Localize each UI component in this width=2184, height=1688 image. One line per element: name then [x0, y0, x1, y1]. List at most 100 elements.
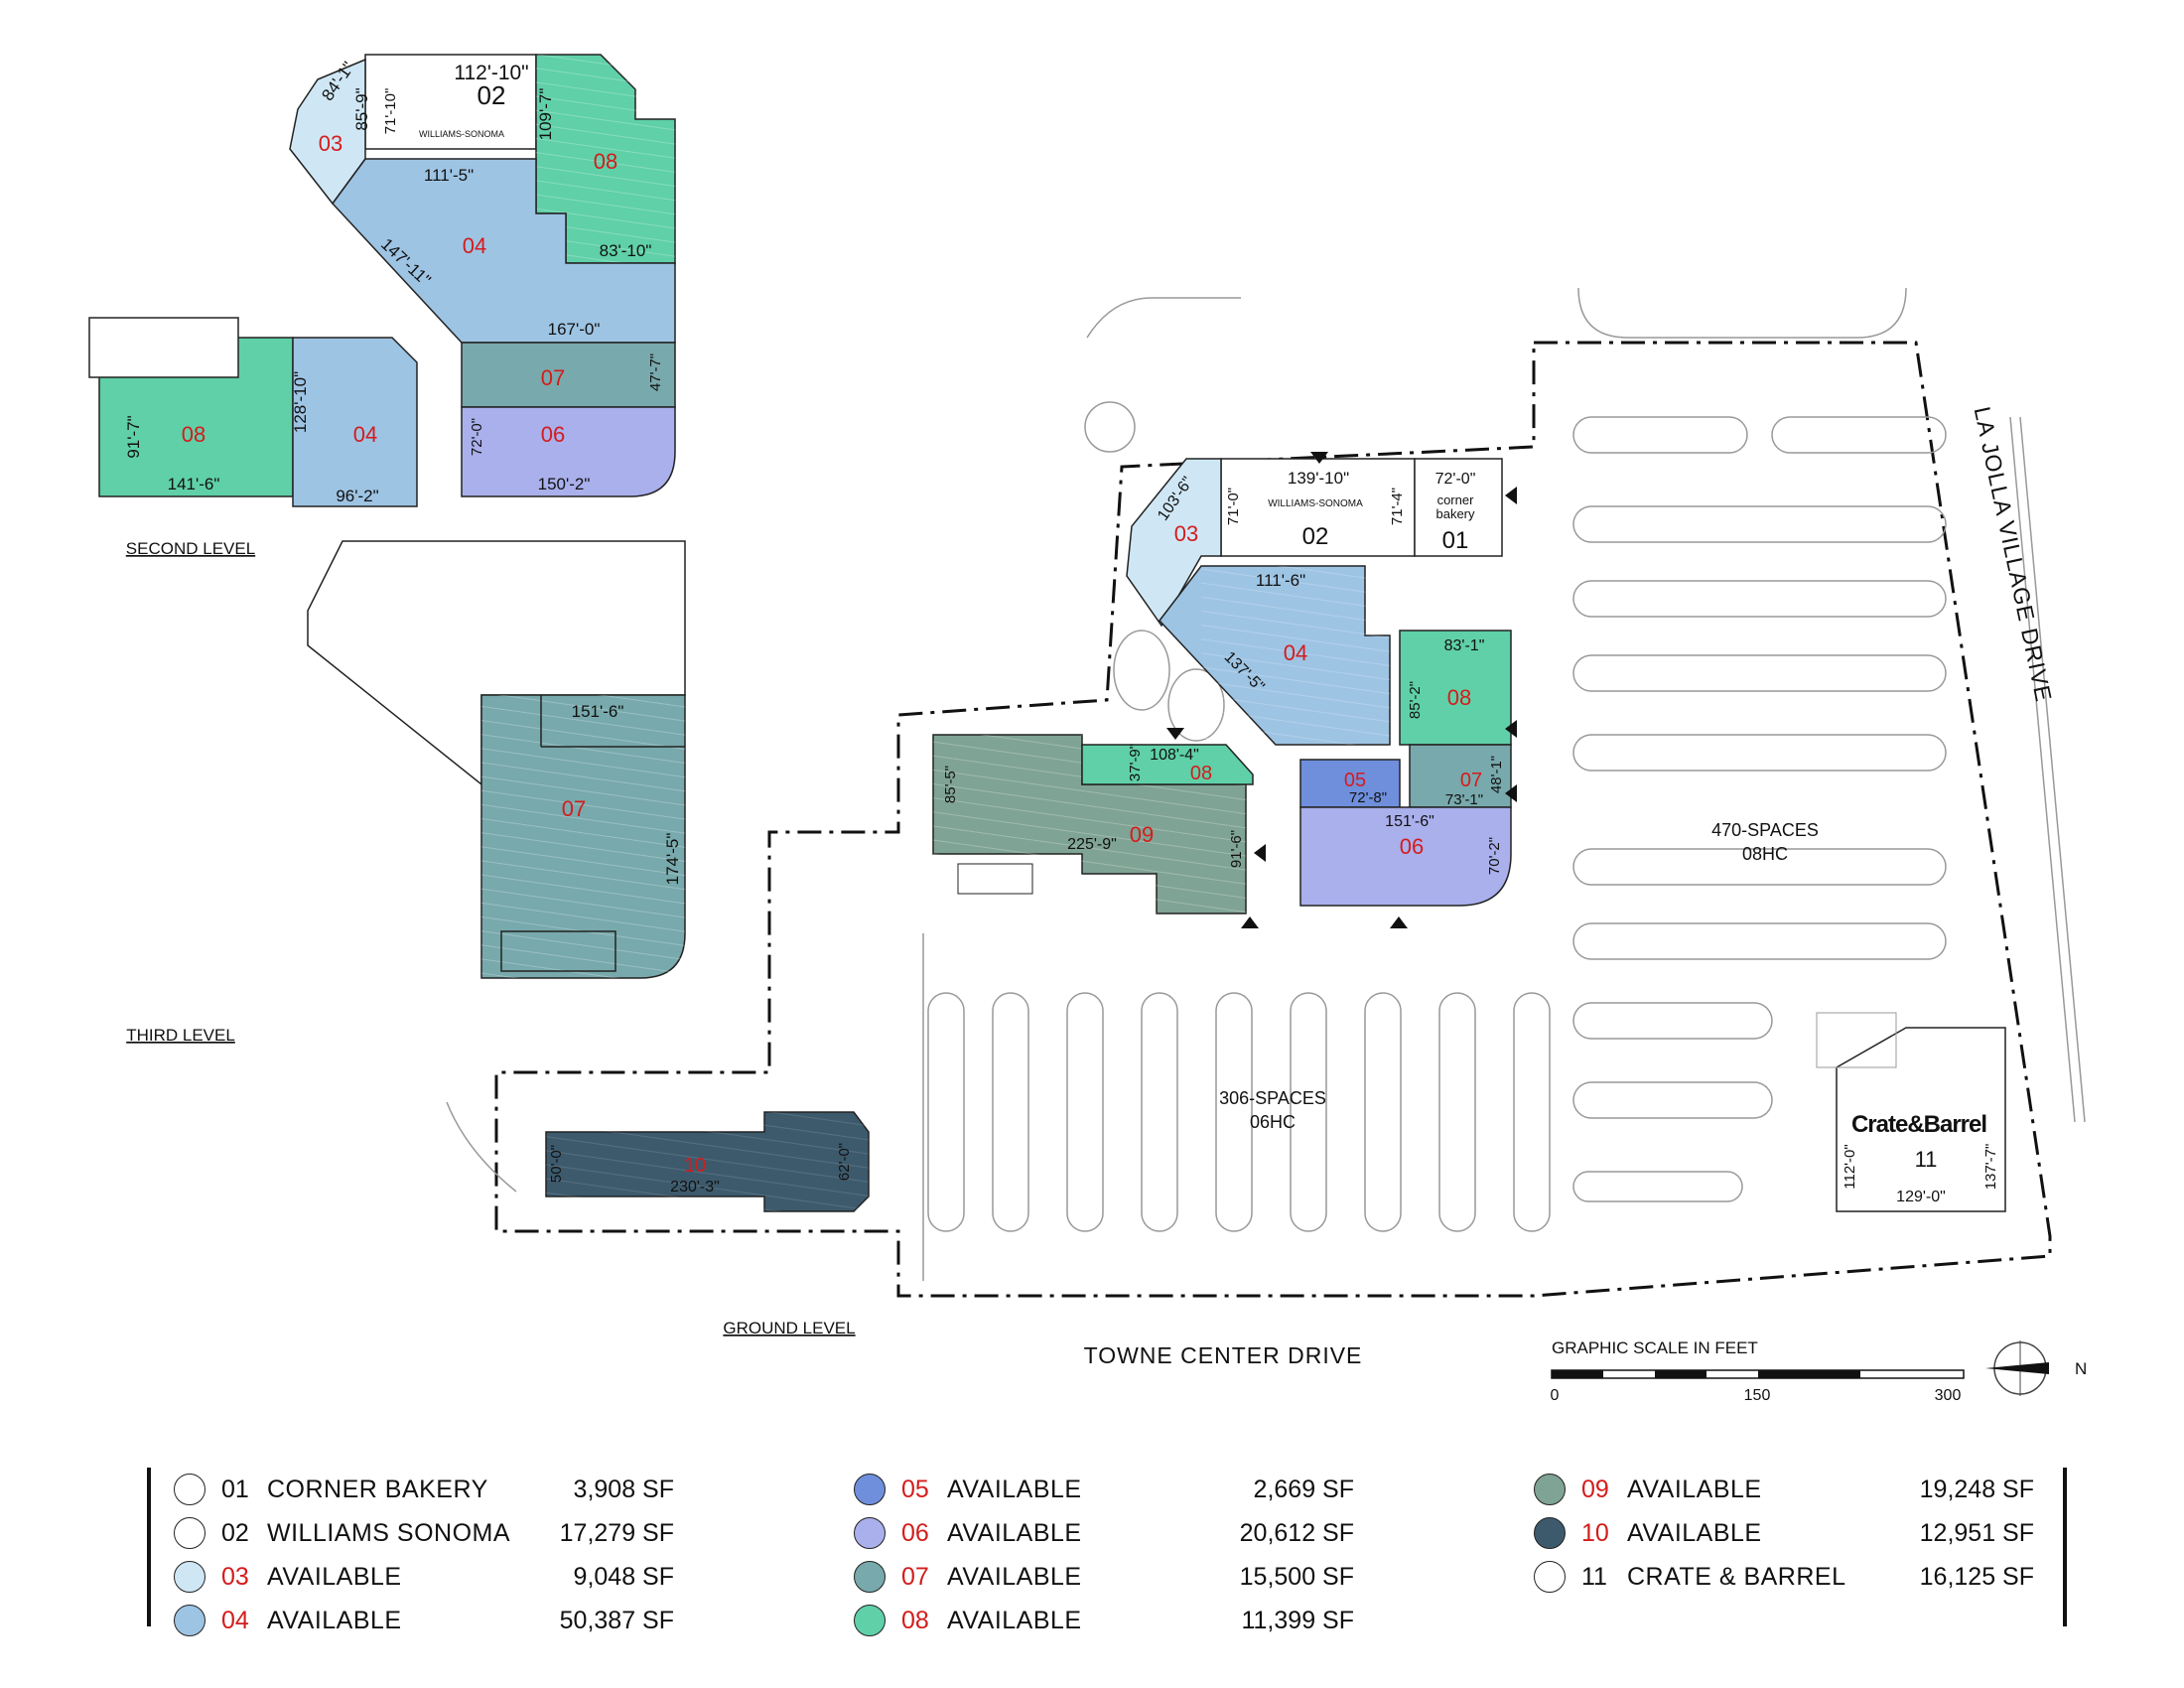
unit-label-04-second-north: 04	[463, 233, 486, 258]
unit-label-10-ground: 10	[684, 1155, 706, 1177]
legend-area: 9,048 SF	[573, 1562, 674, 1591]
dim-ground-112: 112'-0"	[1842, 1144, 1858, 1189]
unit-label-11-ground: 11	[1915, 1147, 1938, 1172]
unit-label-08-ground-west: 08	[1190, 763, 1212, 784]
dim-third-151: 151'-6"	[572, 702, 624, 721]
dim-second-71: 71'-10"	[382, 88, 399, 135]
parking-south-spaces: 306-SPACES	[1219, 1088, 1326, 1108]
unit-label-08-second-west: 08	[182, 422, 205, 447]
legend-area: 11,399 SF	[1241, 1606, 1354, 1634]
unit-label-07-ground: 07	[1460, 770, 1482, 791]
legend-unit-number: 08	[901, 1606, 929, 1634]
dim-ground-71b: 71'-4"	[1389, 488, 1406, 525]
unit-04-second-west	[292, 337, 418, 507]
property-boundary	[494, 341, 2052, 1298]
legend-swatch	[854, 1474, 886, 1505]
brand-williams-second: WILLIAMS-SONOMA	[419, 129, 504, 139]
brand-crate-barrel: Crate&Barrel	[1851, 1111, 1986, 1138]
street-towne-center: TOWNE CENTER DRIVE	[1084, 1342, 1363, 1368]
legend-swatch	[174, 1605, 205, 1636]
legend-unit-number: 04	[221, 1606, 249, 1634]
legend-area: 50,387 SF	[559, 1606, 674, 1634]
unit-label-04-second-west: 04	[353, 422, 377, 447]
scale-tick-0: 0	[1551, 1387, 1560, 1404]
dim-ground-129: 129'-0"	[1896, 1189, 1946, 1205]
unit-label-08-second-north: 08	[594, 149, 617, 174]
legend-swatch	[1534, 1561, 1566, 1593]
unit-06-ground	[1299, 806, 1512, 907]
legend-swatch	[1534, 1517, 1566, 1549]
legend-tenant-name: AVAILABLE	[947, 1606, 1082, 1634]
legend-swatch	[174, 1517, 205, 1549]
legend-divider-right	[2063, 1468, 2067, 1626]
parking-south-hc: 06HC	[1250, 1112, 1296, 1132]
unit-label-03-ground: 03	[1174, 521, 1198, 546]
unit-11-ground	[1836, 1027, 2006, 1212]
dim-ground-62: 62'-0"	[836, 1143, 853, 1181]
parking-east-spaces: 470-SPACES	[1711, 820, 1819, 840]
unit-label-02-second: 02	[478, 80, 506, 110]
legend-swatch	[854, 1517, 886, 1549]
legend-area: 3,908 SF	[573, 1475, 674, 1503]
scale-tick-300: 300	[1935, 1387, 1962, 1404]
legend-unit-number: 11	[1581, 1562, 1607, 1591]
legend-unit-number: 09	[1581, 1475, 1609, 1503]
legend-area: 16,125 SF	[1919, 1562, 2034, 1591]
dim-second-85: 85'-9"	[352, 87, 371, 130]
legend-row: 07 AVAILABLE 15,500 SF	[854, 1557, 1354, 1597]
legend-swatch	[174, 1561, 205, 1593]
dim-ground-73: 73'-1"	[1445, 791, 1483, 808]
unit-08-ground-east	[1399, 630, 1512, 746]
dim-ground-85b: 85'-5"	[942, 766, 959, 803]
dim-ground-83: 83'-1"	[1444, 637, 1485, 654]
legend-tenant-name: AVAILABLE	[947, 1562, 1082, 1591]
unit-label-08-ground-east: 08	[1447, 685, 1471, 710]
legend-divider-left	[147, 1468, 151, 1626]
unit-label-06-ground: 06	[1400, 834, 1424, 859]
graphic-scale: GRAPHIC SCALE IN FEET 0 150 300 N	[1551, 1338, 2088, 1404]
dim-ground-151: 151'-6"	[1385, 813, 1434, 830]
legend-tenant-name: AVAILABLE	[947, 1518, 1082, 1547]
unit-label-07-third: 07	[562, 796, 586, 821]
brand-williams-ground: WILLIAMS-SONOMA	[1268, 498, 1363, 509]
dim-second-47: 47'-7"	[647, 353, 664, 391]
legend-tenant-name: AVAILABLE	[1627, 1475, 1762, 1503]
dim-ground-72b: 72'-8"	[1349, 789, 1387, 806]
legend-unit-number: 07	[901, 1562, 929, 1591]
dim-ground-225: 225'-9"	[1067, 836, 1117, 853]
unit-label-01-ground: 01	[1442, 527, 1469, 554]
unit-05-ground	[1299, 759, 1401, 808]
dim-ground-91: 91'-6"	[1228, 830, 1245, 868]
legend-tenant-name: AVAILABLE	[1627, 1518, 1762, 1547]
dim-ground-72: 72'-0"	[1435, 471, 1476, 488]
legend-area: 12,951 SF	[1919, 1518, 2034, 1547]
north-label: N	[2075, 1359, 2087, 1378]
dim-ground-137b: 137'-7"	[1982, 1144, 1999, 1191]
dim-ground-108: 108'-4"	[1150, 747, 1199, 764]
dim-second-167: 167'-0"	[548, 320, 601, 339]
unit-08-ground-west	[1081, 744, 1254, 785]
unit-02-ground	[1220, 458, 1416, 557]
unit-01-ground	[1414, 458, 1503, 557]
legend-swatch	[174, 1474, 205, 1505]
dim-second-109: 109'-7"	[536, 88, 555, 141]
dim-second-141: 141'-6"	[168, 475, 220, 493]
legend-row: 08 AVAILABLE 11,399 SF	[854, 1601, 1354, 1640]
legend-tenant-name: CORNER BAKERY	[267, 1475, 488, 1503]
unit-07-ground	[1409, 744, 1512, 808]
dim-ground-230: 230'-3"	[670, 1179, 720, 1196]
legend-unit-number: 06	[901, 1518, 929, 1547]
dim-second-91: 91'-7"	[124, 415, 143, 458]
unit-label-06-second: 06	[541, 422, 565, 447]
legend-area: 15,500 SF	[1239, 1562, 1354, 1591]
legend-swatch	[854, 1561, 886, 1593]
second-level-plan: 112'-10" 02 WILLIAMS-SONOMA 84'-1" 85'-9…	[88, 54, 676, 507]
legend-tenant-name: WILLIAMS SONOMA	[267, 1518, 511, 1547]
unit-06-second	[461, 406, 676, 497]
